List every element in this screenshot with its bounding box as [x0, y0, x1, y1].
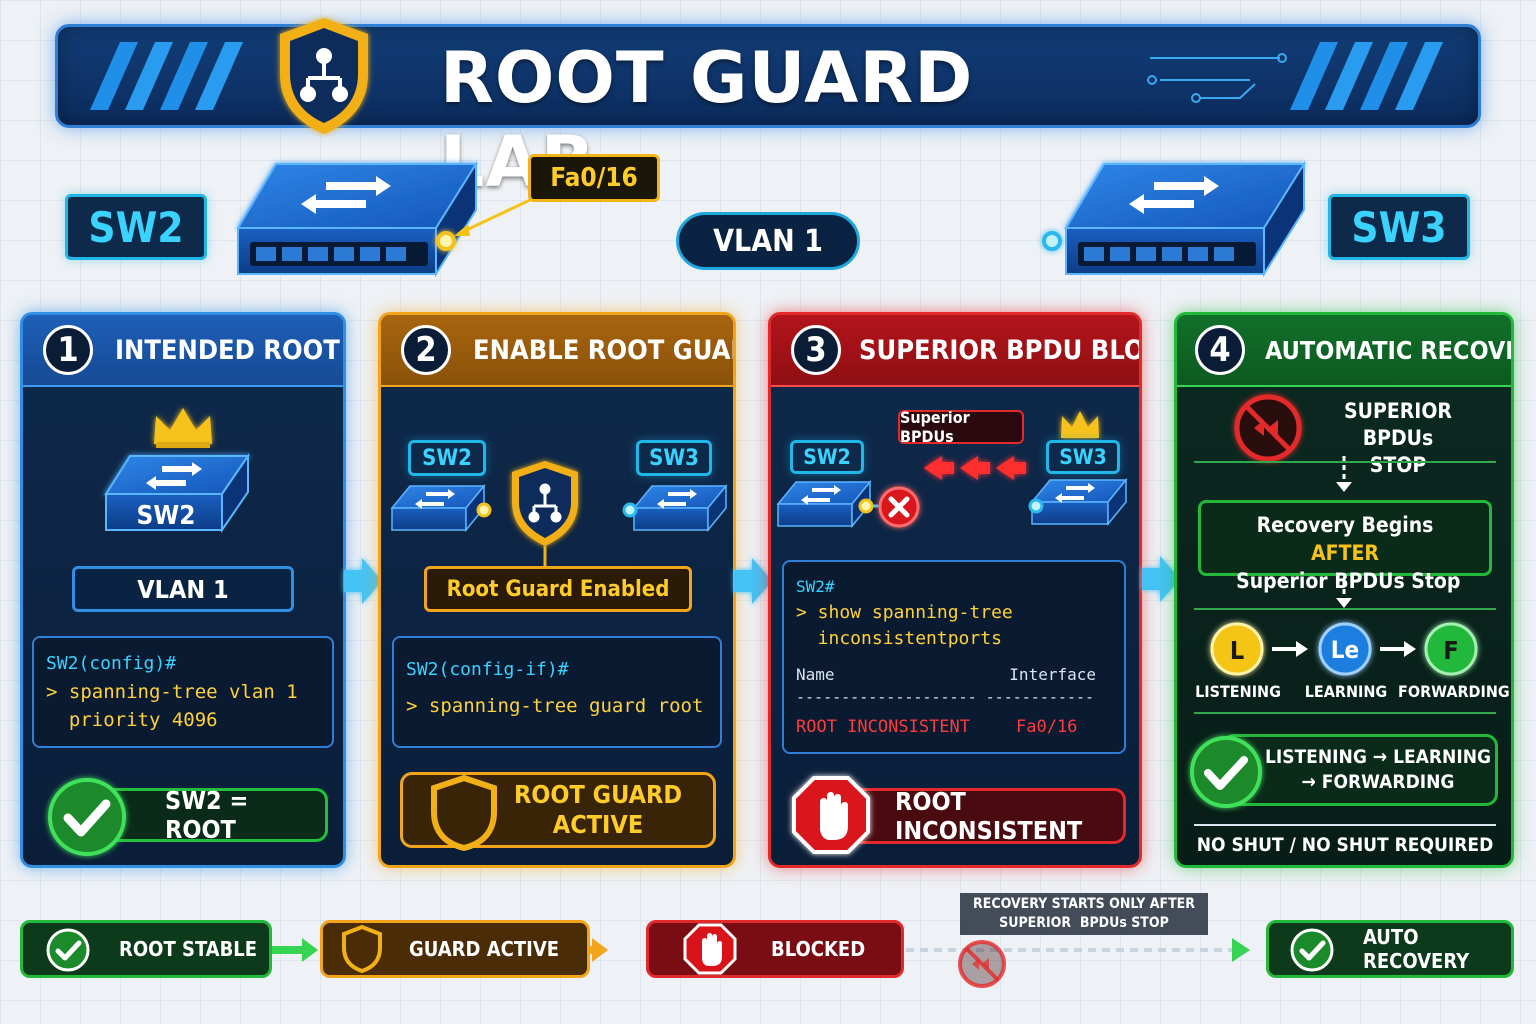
- recovery-line-2: AFTER Superior BPDUs Stop: [1201, 539, 1489, 595]
- step-2-status-line-2: ACTIVE: [552, 810, 644, 839]
- step-1-status: SW2 = ROOT: [88, 786, 328, 844]
- fa0-16-port-label: Fa0/16: [528, 154, 660, 202]
- shield-icon: [431, 774, 497, 852]
- check-circle-icon: [48, 778, 126, 856]
- column-interface-header: Interface: [1009, 665, 1096, 684]
- step-3-command-line-1: > show spanning-tree: [796, 602, 1013, 623]
- stp-states-diagram: [1210, 622, 1478, 676]
- inconsistent-port-row: ROOT INCONSISTENT Fa0/16: [796, 714, 1112, 740]
- step-1-title: INTENDED ROOT: [115, 334, 340, 366]
- step-3-sw2-label: SW2: [790, 440, 864, 474]
- row-name: ROOT INCONSISTENT: [796, 717, 970, 737]
- states-divider: [1194, 712, 1496, 714]
- step-1-command-line-2: priority 4096: [46, 709, 218, 731]
- step-3-terminal: SW2# > show spanning-tree inconsistentpo…: [782, 560, 1126, 754]
- root-switch-icon: [104, 452, 250, 534]
- learning-state-label: LEARNING: [1304, 682, 1388, 701]
- stop-hand-icon: [683, 923, 737, 975]
- vlan1-tag: VLAN 1: [72, 566, 294, 612]
- step-2-topology: [390, 483, 728, 533]
- recovery-line-1: Recovery Begins: [1256, 513, 1434, 537]
- step-2-sw2-label: SW2: [408, 440, 486, 476]
- step-4-number: 4: [1195, 325, 1245, 375]
- sequence-line-1: LISTENING → LEARNING: [1264, 746, 1492, 768]
- step-3-header: 3 SUPERIOR BPDU BLOCKED: [771, 315, 1139, 387]
- sw3-switch-icon: [1064, 160, 1306, 278]
- recovery-begins-box: Recovery Begins AFTER Superior BPDUs Sto…: [1198, 500, 1492, 593]
- flow-arrow-2: [734, 558, 772, 604]
- inconsistent-ports-header: Name Interface: [796, 662, 1112, 688]
- stop-hand-icon: [792, 776, 870, 854]
- blocked-x-icon: [878, 486, 920, 528]
- learning-state-icon: Le: [1330, 636, 1360, 664]
- recovery-note: RECOVERY STARTS ONLY AFTER SUPERIOR BPDU…: [960, 893, 1208, 935]
- step-1-prompt: SW2(config)#: [46, 653, 177, 674]
- sw2-label: SW2: [65, 194, 207, 260]
- root-guard-enabled-label: Root Guard Enabled: [424, 566, 692, 612]
- step-3-status: ROOT INCONSISTENT: [830, 787, 1126, 845]
- vlan1-link-label: VLAN 1: [676, 212, 860, 270]
- sw3-label: SW3: [1328, 194, 1470, 260]
- step-3-prompt: SW2#: [796, 577, 835, 596]
- recovery-note-line-1: RECOVERY STARTS ONLY AFTER: [973, 896, 1195, 912]
- divider-arrow-1: [1194, 456, 1496, 492]
- step-2-number: 2: [401, 325, 451, 375]
- no-shut-footer: NO SHUT / NO SHUT REQUIRED: [1196, 834, 1494, 856]
- step-3-command-line-2: inconsistentports: [796, 628, 1002, 649]
- crown-icon: [154, 408, 212, 448]
- stop-line-1: SUPERIOR BPDUs: [1344, 399, 1452, 450]
- step-1-number: 1: [43, 325, 93, 375]
- no-bpdu-icon: [958, 940, 1006, 988]
- check-circle-icon: [1190, 736, 1262, 808]
- sw2-switch-icon: [236, 160, 478, 278]
- step-3-number: 3: [791, 325, 841, 375]
- row-interface: Fa0/16: [1016, 717, 1078, 737]
- shield-network-icon: [280, 18, 368, 134]
- sequence-line-2: → FORWARDING: [1301, 771, 1455, 793]
- stripe-decoration-left: [90, 42, 243, 110]
- step-4-title: AUTOMATIC RECOVERY: [1265, 335, 1511, 365]
- recovery-note-line-2: SUPERIOR BPDUs STOP: [999, 915, 1169, 931]
- flow-arrow-1: [344, 558, 382, 604]
- no-bpdu-icon: [1234, 394, 1302, 462]
- state-sequence-box: LISTENING → LEARNING → FORWARDING: [1222, 734, 1498, 806]
- step-4-header: 4 AUTOMATIC RECOVERY: [1177, 315, 1511, 387]
- table-rule: -------------------- ------------: [796, 688, 1095, 706]
- step-3-title: SUPERIOR BPDU BLOCKED: [859, 334, 1142, 366]
- shield-icon: [342, 924, 382, 974]
- recovery-after-keyword: AFTER: [1311, 541, 1379, 565]
- listening-state-label: LISTENING: [1195, 682, 1281, 701]
- root-guard-shield-icon: [512, 461, 578, 566]
- check-circle-icon: [46, 928, 90, 972]
- step-2-header: 2 ENABLE ROOT GUARD: [381, 315, 733, 387]
- forwarding-state-label: FORWARDING: [1398, 682, 1510, 701]
- recovery-line-2-rest: Superior BPDUs Stop: [1236, 569, 1461, 593]
- step-1-terminal: SW2(config)# > spanning-tree vlan 1 prio…: [32, 636, 334, 748]
- circuit-decoration-right: [1147, 42, 1443, 110]
- stop-line-2: STOP: [1369, 453, 1427, 477]
- step-1-command-line-1: > spanning-tree vlan 1: [46, 681, 298, 703]
- step-2-sw3-label: SW3: [636, 440, 712, 476]
- superior-bpdus-stop-text: SUPERIOR BPDUs STOP: [1310, 398, 1486, 479]
- flow-arrow-3: [1142, 556, 1180, 602]
- page-title: ROOT GUARD LAB: [440, 37, 974, 203]
- forwarding-state-icon: F: [1443, 635, 1459, 665]
- step-2-status: ROOT GUARD ACTIVE: [400, 772, 716, 848]
- step-2-title: ENABLE ROOT GUARD: [473, 334, 733, 366]
- root-switch-label: SW2: [136, 501, 196, 531]
- step-2-prompt: SW2(config-if)#: [406, 659, 569, 680]
- check-circle-icon: [1290, 928, 1334, 972]
- step-1-header: 1 INTENDED ROOT: [23, 315, 343, 387]
- divider-arrow-2: [1194, 580, 1496, 610]
- step-3-sw3-label: SW3: [1046, 440, 1120, 474]
- crown-icon: [1061, 411, 1099, 438]
- footer-divider: [1194, 824, 1496, 826]
- step-3-topology: [776, 456, 1128, 529]
- column-name-header: Name: [796, 665, 835, 684]
- superior-bpdus-label: Superior BPDUs: [898, 408, 1024, 446]
- step-2-status-line-1: ROOT GUARD: [513, 780, 683, 809]
- listening-state-icon: L: [1229, 635, 1245, 665]
- step-2-terminal: SW2(config-if)# > spanning-tree guard ro…: [392, 636, 722, 748]
- step-2-command: > spanning-tree guard root: [406, 695, 704, 717]
